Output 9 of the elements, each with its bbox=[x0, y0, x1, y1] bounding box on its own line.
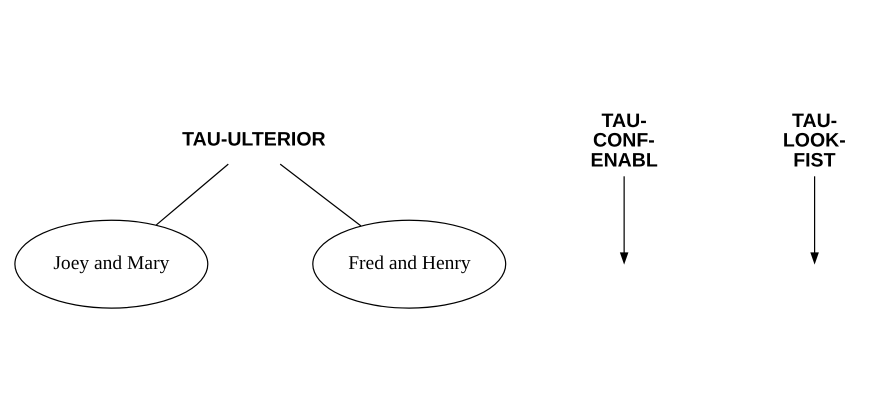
node-ellipse: Joey and Mary bbox=[14, 220, 208, 309]
connector bbox=[280, 164, 362, 226]
arrow bbox=[620, 176, 628, 265]
node-text: TAU- CONF- ENABL bbox=[590, 110, 658, 172]
connector bbox=[156, 164, 229, 226]
node-text: TAU-ULTERIOR bbox=[182, 128, 326, 150]
node-ellipse: Fred and Henry bbox=[312, 220, 506, 309]
node-text: TAU- LOOK- FIST bbox=[782, 110, 846, 172]
arrow bbox=[810, 176, 819, 265]
